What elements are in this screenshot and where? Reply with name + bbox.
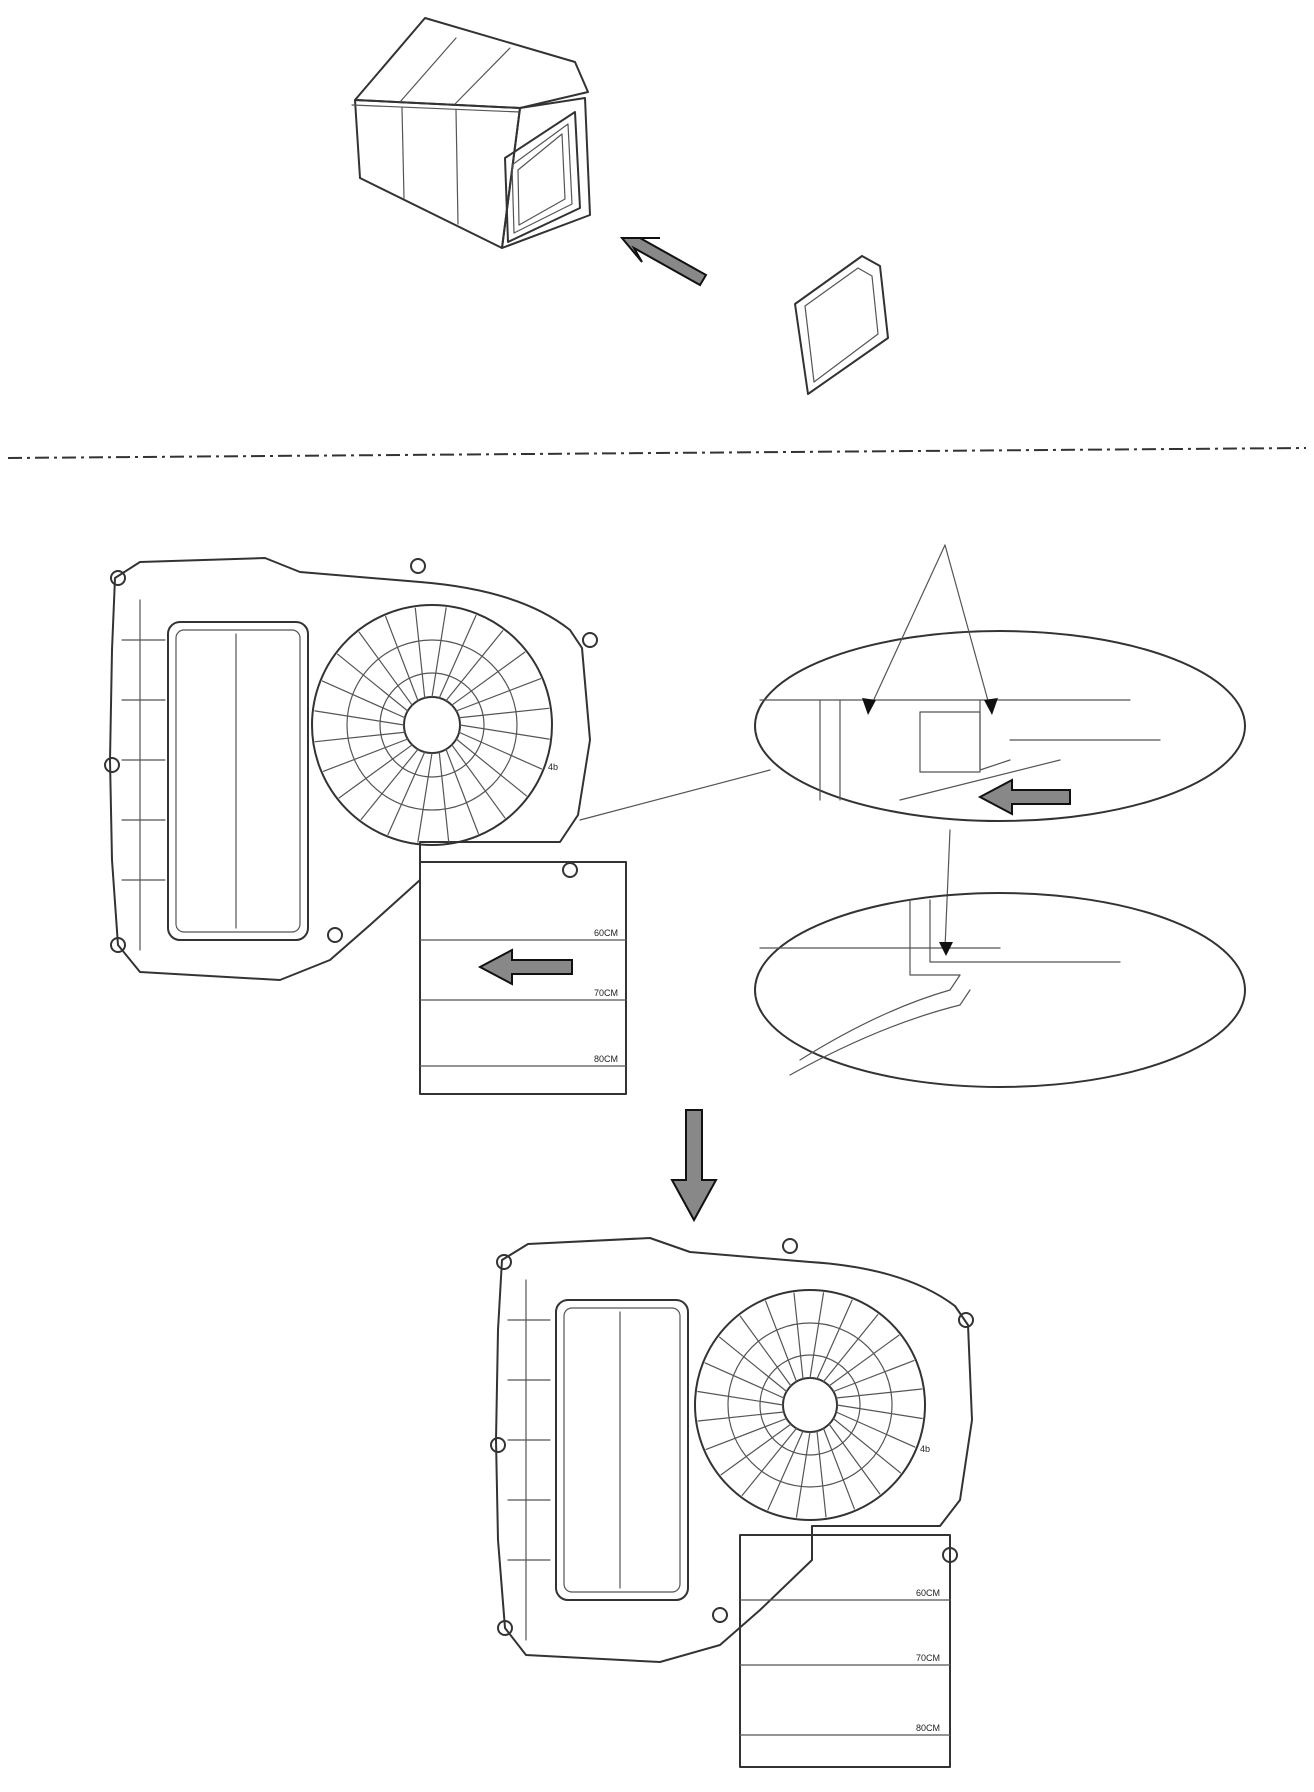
fan-spoke xyxy=(445,748,479,835)
fan-spoke xyxy=(414,607,426,699)
fan-spoke xyxy=(739,1315,792,1387)
fan-spoke xyxy=(459,724,550,740)
fan-spoke xyxy=(720,1423,792,1476)
fan-spoke xyxy=(360,748,419,820)
fan-spoke xyxy=(832,1417,901,1474)
callout-connector-line xyxy=(944,829,951,949)
fan-spoke xyxy=(431,607,447,698)
fan-spoke xyxy=(438,751,450,843)
fan-spoke xyxy=(445,630,504,702)
fan-spoke xyxy=(697,1411,785,1422)
fan-mark-label: 4b xyxy=(548,762,558,772)
fan-spoke xyxy=(816,1299,853,1380)
fan-spoke xyxy=(321,680,406,719)
fan-spoke xyxy=(387,751,426,836)
fan-spoke xyxy=(455,738,527,797)
fan-spoke xyxy=(835,1411,916,1448)
fan-spoke xyxy=(338,744,413,799)
arrow-left-icon xyxy=(977,778,1071,816)
filter-housing-box xyxy=(351,17,591,249)
fan-spoke xyxy=(809,1292,825,1379)
fan-spoke xyxy=(451,744,506,819)
filter-label-80: 80CM xyxy=(594,1054,618,1064)
fan-spoke xyxy=(822,1427,855,1510)
detail-callout-lower xyxy=(754,892,1246,1088)
fan-spoke xyxy=(438,614,477,699)
fan-spoke xyxy=(322,738,409,772)
fan-spoke xyxy=(458,731,543,770)
arrow-down-icon xyxy=(670,1109,718,1223)
fan-spoke xyxy=(704,1362,785,1399)
fan-spoke xyxy=(314,731,406,743)
fan-spoke xyxy=(337,653,409,712)
fan-spoke xyxy=(816,1430,827,1518)
filter-seal-gasket xyxy=(794,255,889,395)
arrow-left-icon xyxy=(619,237,708,287)
fan-spoke xyxy=(451,651,526,706)
filter-label-60: 60CM xyxy=(594,928,618,938)
fan-spoke xyxy=(358,631,413,706)
cabin-filter-before: 60CM 70CM 80CM xyxy=(419,861,627,1095)
fan-spoke xyxy=(458,707,550,719)
filter-label-60: 60CM xyxy=(916,1588,940,1598)
filter-label-70: 70CM xyxy=(594,988,618,998)
fan-spoke xyxy=(835,1388,923,1399)
fan-spoke xyxy=(828,1423,881,1495)
fan-spoke xyxy=(314,710,405,726)
filter-label-80: 80CM xyxy=(916,1723,940,1733)
fan-mark-label: 4b xyxy=(920,1444,930,1454)
fan-spoke xyxy=(795,1431,811,1518)
fan-spoke xyxy=(741,1427,798,1496)
section-divider xyxy=(7,447,1307,459)
fan-spoke xyxy=(705,1417,788,1450)
fan-spoke xyxy=(697,1390,784,1406)
detail-callout-upper xyxy=(754,544,1246,822)
filter-label-70: 70CM xyxy=(916,1653,940,1663)
fan-spoke xyxy=(385,615,419,702)
fan-spoke xyxy=(822,1314,879,1383)
fan-spoke xyxy=(719,1336,788,1393)
blower-housing-after: 4b xyxy=(490,1237,974,1663)
fan-spoke xyxy=(793,1292,804,1380)
fan-spoke xyxy=(767,1430,804,1511)
fan-spoke xyxy=(832,1360,915,1393)
fan-spoke xyxy=(836,1404,923,1420)
callout-leader-line xyxy=(579,769,771,821)
arrow-left-icon xyxy=(477,948,573,986)
blower-housing-before: 4b xyxy=(104,557,598,981)
fan-spoke xyxy=(828,1334,900,1387)
fan-spoke xyxy=(417,752,433,843)
cabin-filter-after: 60CM 70CM 80CM xyxy=(739,1534,951,1768)
fan-spoke xyxy=(765,1300,798,1383)
fan-spoke xyxy=(455,678,542,712)
